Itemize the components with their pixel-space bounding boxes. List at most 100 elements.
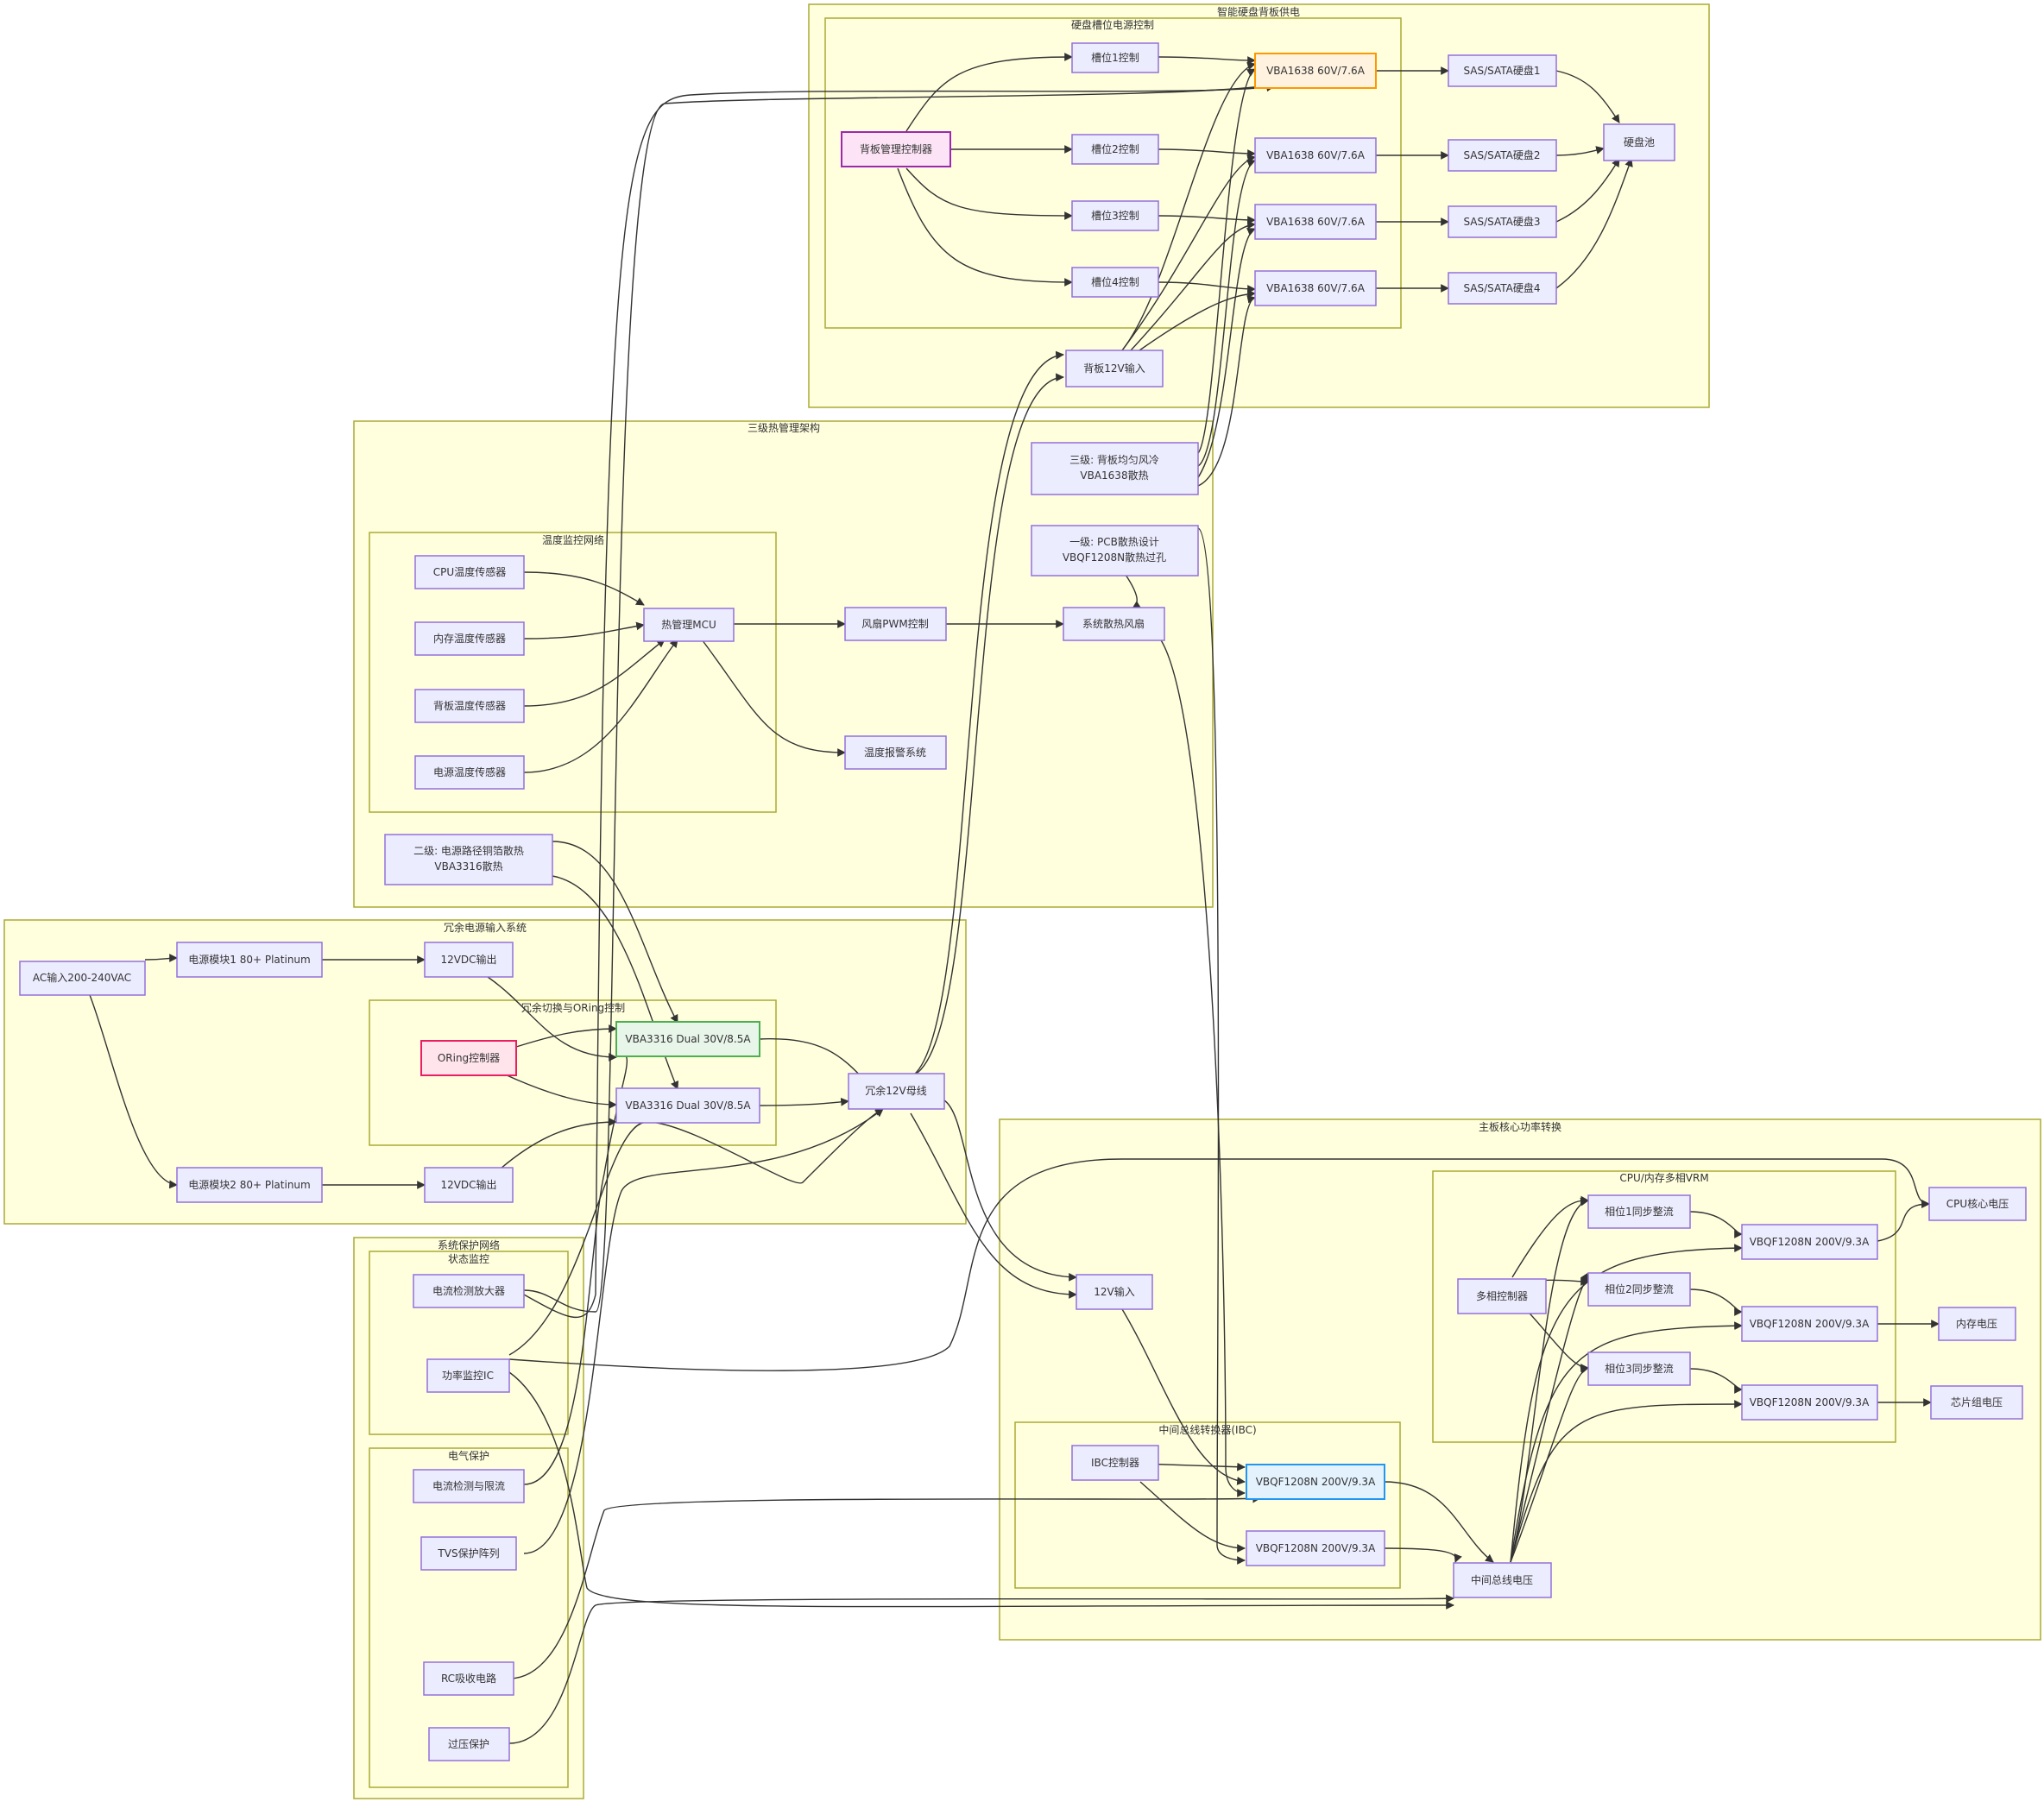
node-bp-temp-sensor: 背板温度传感器 (414, 689, 525, 723)
svg-text:VBA3316散热: VBA3316散热 (434, 860, 502, 873)
svg-text:过压保护: 过压保护 (448, 1738, 489, 1750)
svg-text:内存温度传感器: 内存温度传感器 (433, 632, 506, 645)
svg-text:VBA1638 60V/7.6A: VBA1638 60V/7.6A (1266, 149, 1366, 161)
group-backplane-label: 智能硬盘背板供电 (1217, 5, 1300, 18)
node-disk-4: SAS/SATA硬盘4 (1448, 272, 1557, 305)
group-electric-label: 电气保护 (448, 1449, 489, 1462)
node-rc-snubber: RC吸收电路 (423, 1661, 514, 1696)
svg-text:CPU核心电压: CPU核心电压 (1946, 1198, 2009, 1210)
svg-text:RC吸收电路: RC吸收电路 (441, 1672, 496, 1685)
svg-text:风扇PWM控制: 风扇PWM控制 (861, 617, 928, 630)
node-ibc-controller: IBC控制器 (1071, 1445, 1159, 1481)
svg-text:VBQF1208N散热过孔: VBQF1208N散热过孔 (1063, 551, 1166, 564)
node-mem-voltage: 内存电压 (1938, 1307, 2016, 1341)
node-chipset-voltage: 芯片组电压 (1930, 1385, 2023, 1420)
node-psu-2: 电源模块2 80+ Platinum (176, 1167, 323, 1203)
node-slot4: 槽位4控制 (1071, 267, 1159, 298)
svg-text:电源温度传感器: 电源温度传感器 (433, 766, 506, 778)
svg-text:VBQF1208N 200V/9.3A: VBQF1208N 200V/9.3A (1750, 1396, 1870, 1408)
group-status-label: 状态监控 (448, 1253, 489, 1265)
node-vba-3: VBA1638 60V/7.6A (1254, 204, 1377, 240)
svg-text:系统散热风扇: 系统散热风扇 (1082, 617, 1145, 630)
node-psu-1: 电源模块1 80+ Platinum (176, 942, 323, 978)
svg-text:功率监控IC: 功率监控IC (442, 1369, 494, 1382)
group-protect-label: 系统保护网络 (438, 1238, 500, 1251)
group-ibc-label: 中间总线转换器(IBC) (1158, 1423, 1256, 1436)
node-12vdc-out-2: 12VDC输出 (424, 1167, 514, 1203)
node-cpu-temp-sensor: CPU温度传感器 (414, 555, 525, 589)
svg-text:冗余12V母线: 冗余12V母线 (865, 1084, 926, 1097)
node-oring-controller: ORing控制器 (420, 1040, 517, 1076)
svg-text:相位1同步整流: 相位1同步整流 (1605, 1205, 1674, 1218)
svg-text:槽位4控制: 槽位4控制 (1091, 275, 1139, 288)
svg-text:电流检测与限流: 电流检测与限流 (432, 1479, 505, 1492)
svg-text:SAS/SATA硬盘3: SAS/SATA硬盘3 (1463, 215, 1540, 228)
node-ibc-vbqf-2: VBQF1208N 200V/9.3A (1246, 1530, 1385, 1566)
node-phase-2: 相位2同步整流 (1587, 1272, 1691, 1307)
node-power-monitor-ic: 功率监控IC (426, 1358, 510, 1393)
node-system-fan: 系统散热风扇 (1063, 607, 1165, 641)
group-oring-label: 冗余切换与ORing控制 (521, 1001, 625, 1014)
svg-text:12VDC输出: 12VDC输出 (440, 953, 496, 966)
svg-text:TVS保护阵列: TVS保护阵列 (437, 1547, 499, 1559)
svg-text:电源模块1 80+ Platinum: 电源模块1 80+ Platinum (188, 954, 310, 966)
node-temp-alarm: 温度报警系统 (844, 735, 947, 770)
node-ac-input: AC输入200-240VAC (19, 961, 146, 996)
svg-text:SAS/SATA硬盘4: SAS/SATA硬盘4 (1463, 281, 1540, 294)
node-vba-4: VBA1638 60V/7.6A (1254, 270, 1377, 306)
node-vba-1: VBA1638 60V/7.6A (1254, 53, 1377, 89)
group-thermal-label: 三级热管理架构 (748, 421, 820, 434)
svg-text:CPU温度传感器: CPU温度传感器 (433, 565, 506, 578)
node-current-limit: 电流检测与限流 (413, 1469, 525, 1503)
svg-text:内存电压: 内存电压 (1956, 1318, 1997, 1330)
svg-text:背板温度传感器: 背板温度传感器 (433, 699, 506, 712)
svg-text:二级: 电源路径铜箔散热: 二级: 电源路径铜箔散热 (413, 844, 524, 857)
node-vba3316-2: VBA3316 Dual 30V/8.5A (615, 1087, 760, 1124)
svg-text:AC输入200-240VAC: AC输入200-240VAC (33, 971, 131, 984)
svg-text:芯片组电压: 芯片组电压 (1951, 1396, 2003, 1408)
svg-text:VBQF1208N 200V/9.3A: VBQF1208N 200V/9.3A (1256, 1542, 1376, 1554)
svg-text:温度报警系统: 温度报警系统 (864, 746, 926, 759)
group-slot-control-label: 硬盘槽位电源控制 (1071, 18, 1154, 31)
svg-text:VBQF1208N 200V/9.3A: VBQF1208N 200V/9.3A (1750, 1318, 1870, 1330)
svg-text:相位2同步整流: 相位2同步整流 (1605, 1282, 1674, 1295)
node-phase-1: 相位1同步整流 (1587, 1194, 1691, 1229)
node-redundant-bus: 冗余12V母线 (848, 1073, 945, 1110)
svg-text:热管理MCU: 热管理MCU (661, 618, 716, 631)
svg-text:背板12V输入: 背板12V输入 (1083, 362, 1145, 375)
node-overvoltage-protection: 过压保护 (428, 1727, 510, 1761)
node-vbqf-vrm-3: VBQF1208N 200V/9.3A (1741, 1384, 1878, 1421)
svg-text:VBA1638 60V/7.6A: VBA1638 60V/7.6A (1266, 282, 1366, 294)
node-disk-3: SAS/SATA硬盘3 (1448, 205, 1557, 238)
svg-text:一级: PCB散热设计: 一级: PCB散热设计 (1069, 535, 1159, 548)
svg-text:12VDC输出: 12VDC输出 (440, 1178, 496, 1191)
node-backplane-manager: 背板管理控制器 (841, 131, 951, 167)
node-psu-temp-sensor: 电源温度传感器 (414, 755, 525, 790)
node-fan-pwm: 风扇PWM控制 (844, 607, 947, 641)
group-vrm-label: CPU/内存多相VRM (1619, 1172, 1708, 1184)
node-vba-2: VBA1638 60V/7.6A (1254, 137, 1377, 173)
node-thermal-mcu: 热管理MCU (643, 608, 735, 642)
edges (89, 53, 1940, 1744)
node-vbqf-vrm-2: VBQF1208N 200V/9.3A (1741, 1306, 1878, 1342)
svg-text:槽位2控制: 槽位2控制 (1091, 142, 1139, 155)
svg-text:VBQF1208N 200V/9.3A: VBQF1208N 200V/9.3A (1256, 1476, 1376, 1488)
svg-text:12V输入: 12V输入 (1094, 1285, 1134, 1298)
node-slot2: 槽位2控制 (1071, 134, 1159, 165)
svg-text:VBA3316 Dual 30V/8.5A: VBA3316 Dual 30V/8.5A (625, 1033, 751, 1045)
svg-text:相位3同步整流: 相位3同步整流 (1605, 1362, 1674, 1375)
node-mem-temp-sensor: 内存温度传感器 (414, 621, 525, 656)
node-thermal-tier3: 三级: 背板均匀风冷 VBA1638散热 (1031, 442, 1199, 495)
group-redundant-label: 冗余电源输入系统 (444, 921, 527, 934)
node-cpu-voltage: CPU核心电压 (1928, 1187, 2027, 1221)
svg-text:VBA1638 60V/7.6A: VBA1638 60V/7.6A (1266, 216, 1366, 228)
node-disk-pool: 硬盘池 (1603, 123, 1675, 161)
svg-text:SAS/SATA硬盘2: SAS/SATA硬盘2 (1463, 148, 1540, 161)
svg-text:三级: 背板均匀风冷: 三级: 背板均匀风冷 (1069, 454, 1159, 466)
node-core-12v-input: 12V输入 (1076, 1274, 1153, 1310)
node-disk-1: SAS/SATA硬盘1 (1448, 54, 1557, 87)
node-thermal-tier1: 一级: PCB散热设计 VBQF1208N散热过孔 (1031, 525, 1199, 577)
node-slot1: 槽位1控制 (1071, 42, 1159, 73)
node-ibc-vbqf-1: VBQF1208N 200V/9.3A (1246, 1464, 1385, 1500)
